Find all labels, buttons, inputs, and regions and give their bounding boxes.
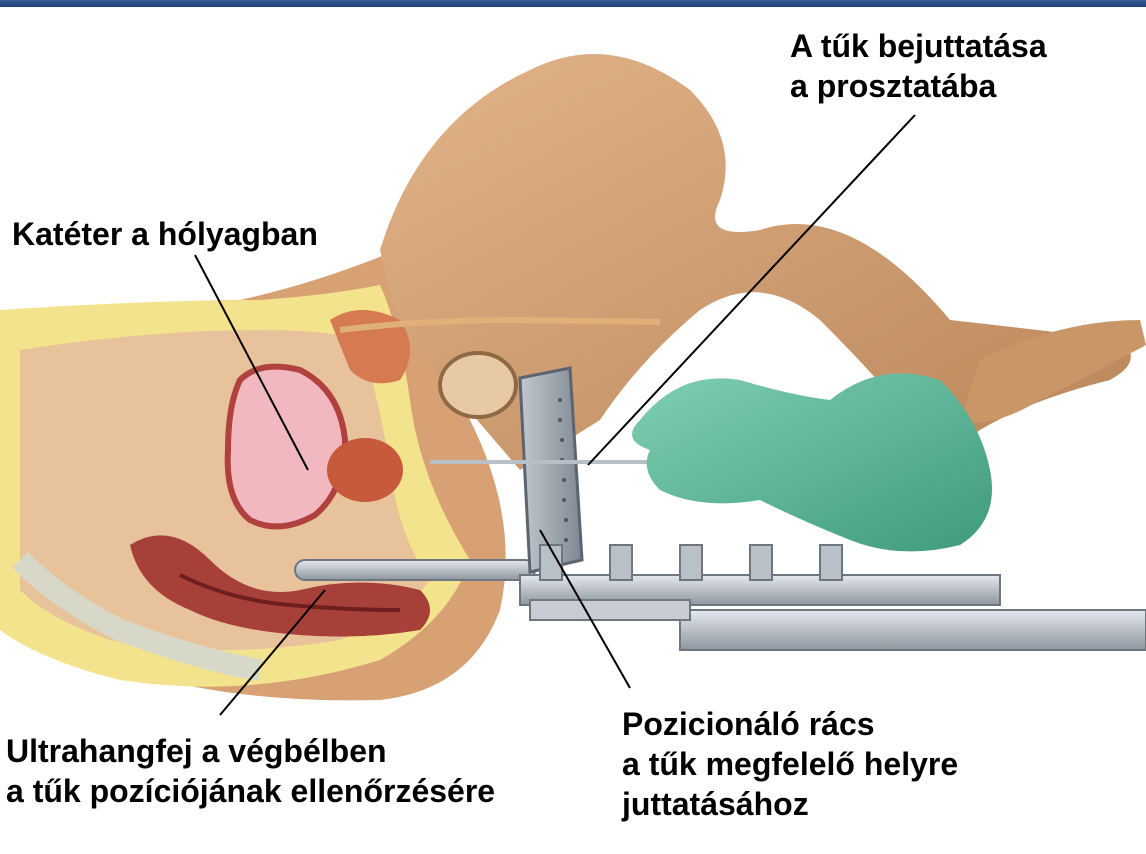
label-needle-insertion: A tűk bejuttatása a prosztatába (790, 26, 1047, 106)
label-ultrasound-line-1: Ultrahangfej a végbélben (6, 731, 495, 771)
ultrasound-probe (295, 560, 535, 580)
stepper-lower-bar (530, 600, 690, 620)
label-needle-insertion-line-2: a prosztatába (790, 66, 1047, 106)
label-grid-line-1: Pozicionáló rács (622, 704, 958, 744)
label-grid-line-2: a tűk megfelelő helyre (622, 744, 958, 784)
bladder (228, 367, 345, 527)
label-positioning-grid: Pozicionáló rács a tűk megfelelő helyre … (622, 704, 958, 824)
label-ultrasound-line-2: a tűk pozíciójának ellenőrzésére (6, 771, 495, 811)
label-catheter-line-1: Katéter a hólyagban (12, 214, 318, 254)
label-grid-line-3: juttatásához (622, 784, 958, 824)
stepper-base (680, 610, 1146, 650)
prostate (327, 438, 403, 502)
label-ultrasound-probe: Ultrahangfej a végbélben a tűk pozíciójá… (6, 731, 495, 811)
label-needle-insertion-line-1: A tűk bejuttatása (790, 26, 1047, 66)
positioning-grid (520, 368, 582, 572)
testis (440, 353, 516, 417)
gloved-hand (632, 373, 992, 551)
label-catheter: Katéter a hólyagban (12, 214, 318, 254)
